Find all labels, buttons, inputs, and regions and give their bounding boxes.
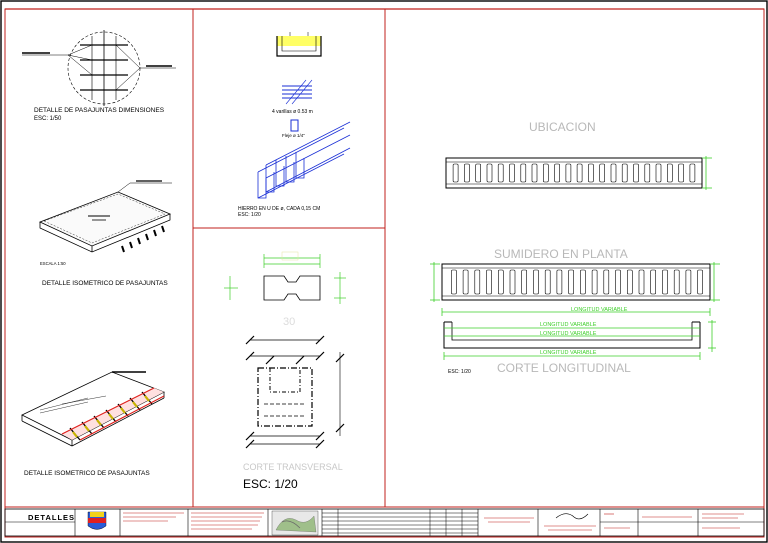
- drain-slot: [520, 163, 527, 183]
- longitudinal-section-drawing: [443, 320, 716, 360]
- drain-slot: [521, 269, 528, 295]
- drain-slot: [556, 269, 563, 295]
- drain-slot: [580, 269, 586, 295]
- longitudinal-scale: ESC: 1/20: [448, 369, 471, 375]
- detail2-title: DETALLE ISOMETRICO DE PASAJUNTAS: [42, 280, 168, 287]
- drain-slot: [621, 163, 628, 183]
- u-iron-cage-drawing: [257, 121, 351, 199]
- detail2-scale: ESCALA 1:50: [40, 261, 66, 266]
- isometric-slab-drawing: [38, 180, 172, 253]
- drain-slot: [591, 269, 598, 295]
- location-drain-drawing: [445, 156, 712, 190]
- drain-slot: [633, 163, 639, 183]
- drain-slot: [565, 163, 572, 183]
- drain-slot: [497, 163, 504, 183]
- drain-slot: [638, 269, 645, 295]
- cross-section-large-drawing: [245, 335, 345, 449]
- municipality-logo: [87, 511, 107, 530]
- drain-slot: [452, 163, 459, 183]
- location-title: UBICACION: [529, 120, 596, 134]
- drain-slot: [655, 163, 662, 183]
- drain-slot: [662, 269, 668, 295]
- cross-section-small-drawing: [224, 251, 346, 304]
- drain-slot: [685, 269, 692, 295]
- drain-slot: [486, 269, 492, 295]
- drain-slot: [650, 269, 657, 295]
- drain-slot: [475, 163, 482, 183]
- section-transversal-scale: ESC: 1/20: [243, 477, 298, 491]
- variable-length-label-a: LONGITUD VARIABLE: [571, 307, 628, 313]
- drain-slot: [509, 163, 515, 183]
- drain-slot: [451, 269, 457, 295]
- drain-slot: [533, 269, 539, 295]
- dowel-dimension-drawing: [22, 30, 176, 106]
- location-map-thumbnail: [271, 510, 319, 536]
- drain-slot: [666, 163, 673, 183]
- stirrup-drawing: [290, 119, 299, 132]
- signature: [555, 513, 589, 520]
- drain-slot: [610, 163, 617, 183]
- drain-slot: [678, 163, 684, 183]
- detail3-title: DETALLE ISOMETRICO DE PASAJUNTAS: [24, 470, 150, 477]
- u-iron-note: HIERRO EN U DE ø, CADA 0,15 CM: [238, 206, 320, 212]
- drain-slot: [673, 269, 680, 295]
- rebar-bundle-drawing: [282, 79, 313, 105]
- dim-top-30: 30: [283, 316, 295, 328]
- drain-slot: [697, 269, 703, 295]
- drain-slot: [568, 269, 574, 295]
- drain-slot: [542, 163, 549, 183]
- variable-length-label-b: LONGITUD VARIABLE: [540, 322, 597, 328]
- drain-slot: [644, 163, 651, 183]
- stirrup-note: Fleje ø 1/4": [282, 133, 305, 138]
- plan-title: SUMIDERO EN PLANTA: [494, 247, 628, 261]
- u-section-drawing: [276, 32, 322, 57]
- drain-slot: [603, 269, 610, 295]
- rebar-note: 4 varillas ø 0.53 m: [272, 109, 313, 115]
- drain-slot: [615, 269, 621, 295]
- drain-slot: [464, 163, 470, 183]
- variable-length-label-d: LONGITUD VARIABLE: [540, 350, 597, 356]
- section-transversal-title: CORTE TRANSVERSAL: [243, 462, 343, 472]
- drain-slot: [576, 163, 583, 183]
- drain-slot: [531, 163, 538, 183]
- detail1-scale: ESC: 1/50: [34, 116, 62, 122]
- drain-slot: [588, 163, 594, 183]
- drain-slot: [474, 269, 481, 295]
- drain-slot: [689, 163, 696, 183]
- title-block: [4, 508, 765, 537]
- isometric-dowels-drawing: [21, 371, 165, 447]
- drain-slot: [554, 163, 560, 183]
- detail1-title: DETALLE DE PASAJUNTAS DIMENSIONES: [34, 107, 165, 114]
- drain-slot: [509, 269, 516, 295]
- drain-slot: [486, 163, 493, 183]
- drain-slot: [626, 269, 633, 295]
- drain-slot: [544, 269, 551, 295]
- drain-slot: [599, 163, 606, 183]
- longitudinal-title: CORTE LONGITUDINAL: [497, 361, 631, 375]
- middle-top-scale: ESC: 1/20: [238, 212, 261, 218]
- drain-slot: [462, 269, 469, 295]
- plan-drain-drawing: [430, 262, 720, 316]
- drain-slot: [497, 269, 504, 295]
- sheet-title: DETALLES: [28, 513, 75, 522]
- variable-length-label-c: LONGITUD VARIABLE: [540, 331, 597, 337]
